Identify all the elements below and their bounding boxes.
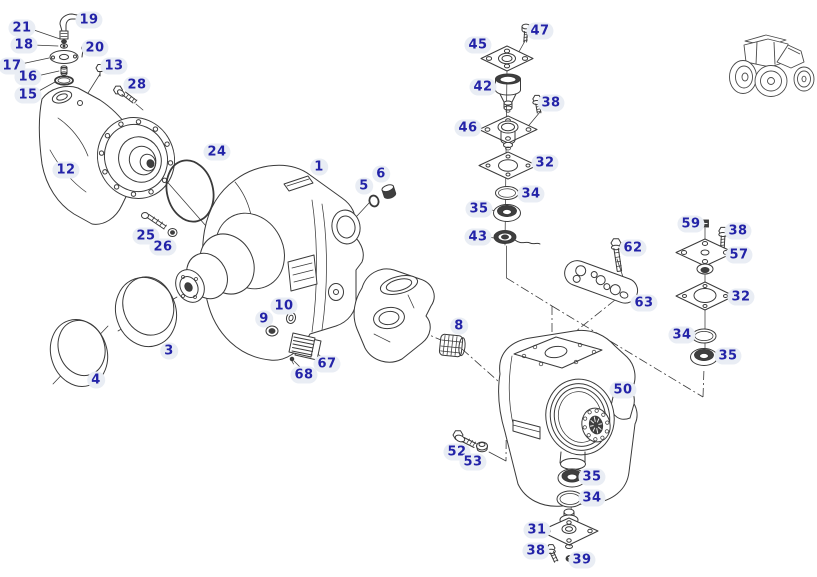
part-drawing-bushing-8 — [438, 333, 466, 358]
part-drawing-oring-24 — [165, 159, 215, 223]
part-callout-13[interactable]: 13 — [100, 57, 128, 75]
part-callout-1[interactable]: 1 — [310, 158, 328, 176]
part-callout-21[interactable]: 21 — [8, 19, 36, 37]
part-callout-63[interactable]: 63 — [630, 294, 658, 312]
part-callout-68[interactable]: 68 — [290, 366, 318, 384]
part-callout-10[interactable]: 10 — [270, 297, 298, 315]
part-callout-38[interactable]: 38 — [522, 542, 550, 560]
part-callout-34[interactable]: 34 — [578, 489, 606, 507]
part-callout-38[interactable]: 38 — [537, 94, 565, 112]
part-drawing-bolt-62 — [610, 238, 623, 272]
part-callout-20[interactable]: 20 — [81, 39, 109, 57]
part-callout-45[interactable]: 45 — [464, 36, 492, 54]
part-drawing-oring-5 — [368, 194, 380, 208]
part-callout-42[interactable]: 42 — [469, 78, 497, 96]
part-callout-35[interactable]: 35 — [714, 347, 742, 365]
part-callout-34[interactable]: 34 — [517, 185, 545, 203]
part-callout-32[interactable]: 32 — [727, 288, 755, 306]
part-drawing-arm-63 — [564, 260, 639, 304]
part-drawing-1-axle-housing — [175, 164, 364, 361]
part-drawing-bottom-stack — [539, 458, 599, 563]
part-drawing-nameplate-67-68 — [288, 332, 322, 365]
part-drawing-bolt-52-53 — [452, 430, 488, 453]
part-drawing-top-stack — [478, 23, 542, 245]
part-callout-31[interactable]: 31 — [523, 521, 551, 539]
part-callout-4[interactable]: 4 — [87, 371, 105, 389]
part-callout-46[interactable]: 46 — [454, 119, 482, 137]
part-callout-5[interactable]: 5 — [355, 177, 373, 195]
part-callout-9[interactable]: 9 — [255, 310, 273, 328]
part-callout-35[interactable]: 35 — [465, 200, 493, 218]
part-callout-59[interactable]: 59 — [677, 215, 705, 233]
part-callout-53[interactable]: 53 — [459, 453, 487, 471]
part-drawing-12-hub — [38, 85, 176, 225]
part-drawing-plug-6 — [381, 184, 397, 199]
tractor-icon — [729, 34, 815, 97]
part-drawing-bolt-25-26 — [141, 212, 178, 237]
part-drawing-ring-3 — [114, 276, 178, 348]
part-callout-47[interactable]: 47 — [526, 22, 554, 40]
part-callout-35[interactable]: 35 — [578, 468, 606, 486]
part-callout-67[interactable]: 67 — [313, 355, 341, 373]
part-drawing-right-stack — [675, 219, 735, 366]
part-drawing-bolt-28 — [113, 85, 138, 104]
part-callout-19[interactable]: 19 — [75, 11, 103, 29]
part-callout-28[interactable]: 28 — [123, 76, 151, 94]
part-drawing-50-knuckle — [498, 329, 638, 507]
part-callout-26[interactable]: 26 — [149, 238, 177, 256]
part-callout-32[interactable]: 32 — [531, 154, 559, 172]
part-callout-8[interactable]: 8 — [450, 317, 468, 335]
part-callout-24[interactable]: 24 — [203, 143, 231, 161]
part-callout-15[interactable]: 15 — [14, 86, 42, 104]
part-callout-62[interactable]: 62 — [619, 239, 647, 257]
part-callout-38[interactable]: 38 — [724, 222, 752, 240]
part-callout-3[interactable]: 3 — [160, 342, 178, 360]
part-callout-39[interactable]: 39 — [568, 551, 596, 569]
part-drawing-breather-stack — [49, 13, 85, 86]
part-callout-6[interactable]: 6 — [372, 165, 390, 183]
part-callout-50[interactable]: 50 — [609, 381, 637, 399]
part-callout-43[interactable]: 43 — [464, 228, 492, 246]
part-callout-57[interactable]: 57 — [725, 246, 753, 264]
part-callout-34[interactable]: 34 — [668, 326, 696, 344]
part-callout-12[interactable]: 12 — [52, 161, 80, 179]
part-callout-18[interactable]: 18 — [10, 36, 38, 54]
part-callout-16[interactable]: 16 — [14, 68, 42, 86]
part-drawing-yoke — [353, 268, 435, 363]
